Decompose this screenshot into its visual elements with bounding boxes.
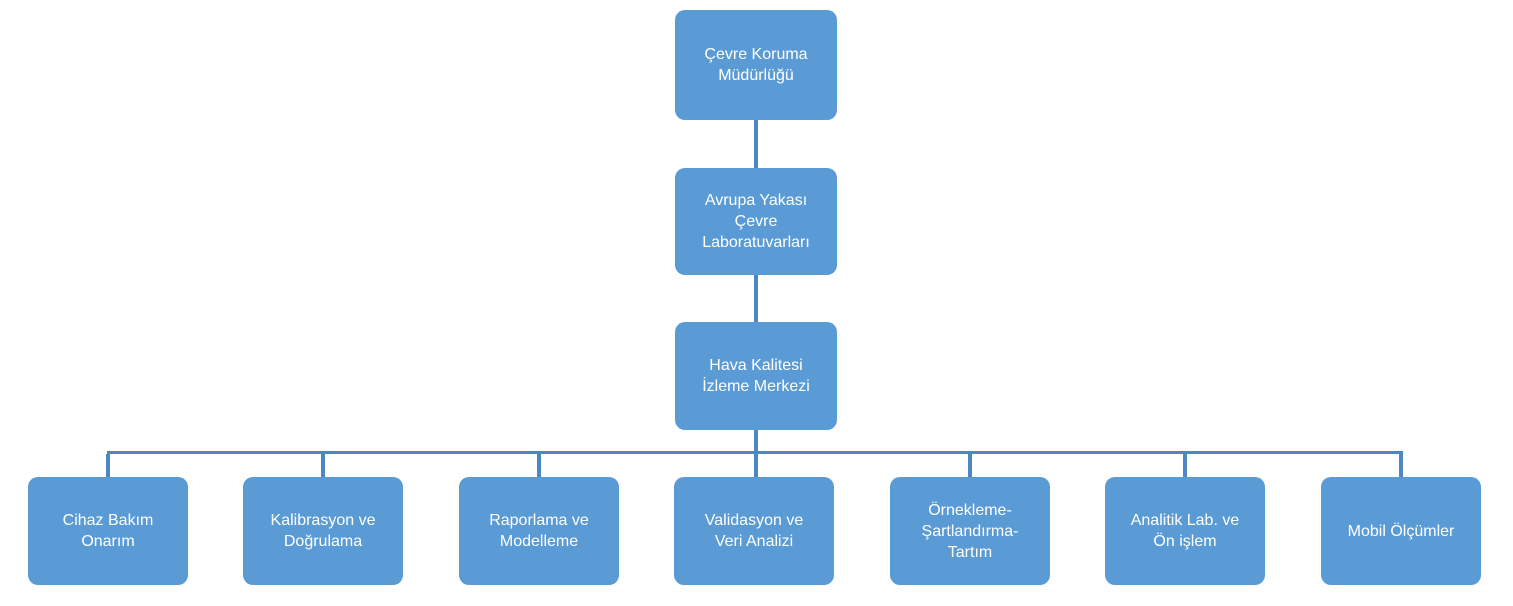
connector-drop-7	[1399, 454, 1403, 477]
org-node-dept-cihaz-bakim-onarim[interactable]: Cihaz Bakım Onarım	[28, 477, 188, 585]
org-node-dept-ornekleme-sartlandirma-tartim[interactable]: Örnekleme- Şartlandırma- Tartım	[890, 477, 1050, 585]
org-node-dept-mobil-olcumler[interactable]: Mobil Ölçümler	[1321, 477, 1481, 585]
connector-drop-2	[321, 454, 325, 477]
org-node-level1-cevre-koruma-mudurlugu[interactable]: Çevre Koruma Müdürlüğü	[675, 10, 837, 120]
org-node-level2-avrupa-yakasi-cevre-laboratuvarlari[interactable]: Avrupa Yakası Çevre Laboratuvarları	[675, 168, 837, 275]
connector-trunk-1	[754, 120, 758, 168]
org-node-level3-hava-kalitesi-izleme-merkezi[interactable]: Hava Kalitesi İzleme Merkezi	[675, 322, 837, 430]
connector-drop-5	[968, 454, 972, 477]
connector-drop-6	[1183, 454, 1187, 477]
connector-trunk-2	[754, 275, 758, 322]
connector-drop-3	[537, 454, 541, 477]
connector-drop-4	[754, 430, 758, 477]
org-node-dept-kalibrasyon-ve-dogrulama[interactable]: Kalibrasyon ve Doğrulama	[243, 477, 403, 585]
org-node-dept-validasyon-ve-veri-analizi[interactable]: Validasyon ve Veri Analizi	[674, 477, 834, 585]
org-node-dept-analitik-lab-ve-on-islem[interactable]: Analitik Lab. ve Ön işlem	[1105, 477, 1265, 585]
org-node-dept-raporlama-ve-modelleme[interactable]: Raporlama ve Modelleme	[459, 477, 619, 585]
connector-drop-1	[106, 454, 110, 477]
